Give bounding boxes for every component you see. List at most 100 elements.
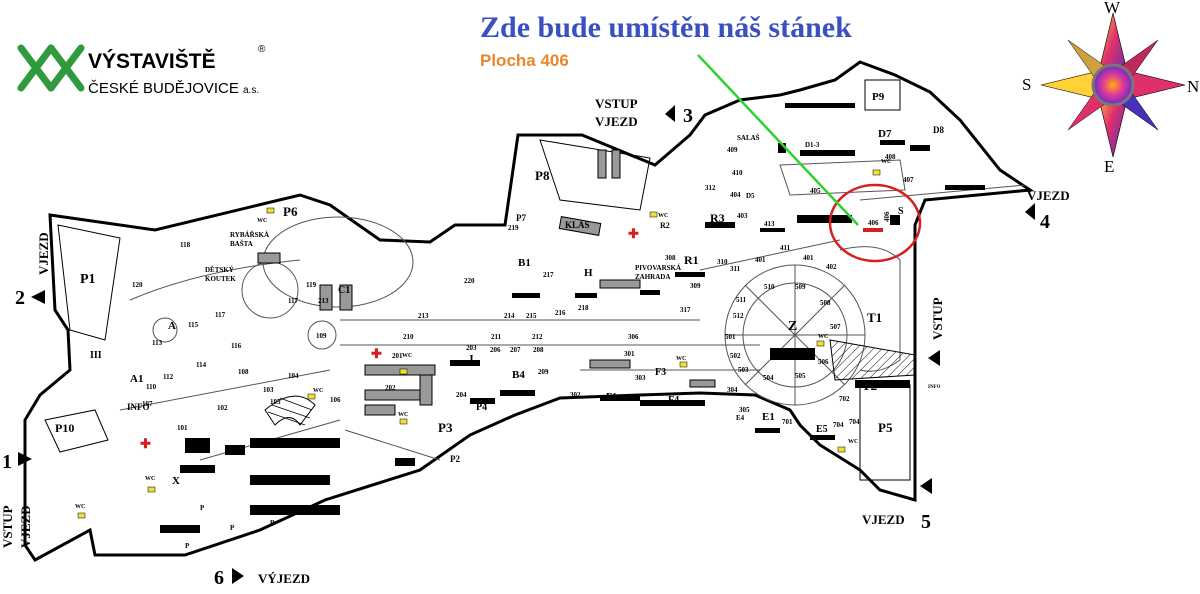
area-label-p10: P10 [55,421,74,435]
area-label-r1: R1 [684,253,699,267]
plot-number-507: 507 [830,323,841,331]
wc-label: WC [676,356,686,362]
entrance-4-number: 4 [1040,211,1050,233]
entrance-2-number: 2 [15,287,25,309]
plot-number-701: 701 [782,418,793,426]
internal-roads [119,159,1026,461]
area-label-d5: D5 [746,192,755,200]
area-label-p8: P8 [535,168,550,183]
area-label-eso: ESO [470,397,486,406]
plot-number-114: 114 [196,361,207,369]
plot-number-408: 408 [885,153,896,161]
first-aid-icon: ✚ [628,226,639,241]
plot-number-102: 102 [217,404,228,412]
logo-name: VÝSTAVIŠTĚ [88,49,216,73]
entrance-6-arrow [232,568,244,584]
wc-marker [679,361,688,368]
plot-number-401: 401 [755,256,766,264]
plot-number-219: 219 [508,224,519,232]
plot-number-218: 218 [578,304,589,312]
entrance-5-label: VJEZD [862,512,905,527]
logo-city: ČESKÉ BUDĚJOVICE [88,80,239,97]
area-label-p2: P2 [450,454,460,464]
plot-number-303: 303 [635,374,646,382]
plot-number-505: 505 [795,372,806,380]
grey-buildings [257,149,716,416]
wc-marker [307,393,316,400]
area-label-p4: P4 [476,402,487,413]
area-label-t1: T1 [867,310,882,325]
wc-marker [872,169,881,176]
entrance-3-number: 3 [683,105,693,127]
area-label-pivovarska-1: PIVOVARSKÁ [635,264,681,272]
plot-number-113: 113 [152,339,163,347]
plot-number-108: 108 [238,368,249,376]
wc-marker [399,368,408,375]
entrance-3-vstup: VSTUP [595,96,638,111]
area-label-f4: F4 [668,395,679,406]
area-label-amfiteatr: AMFITEÁTR [272,442,316,450]
plot-number-115: 115 [188,321,199,329]
area-label-e4: E4 [736,414,745,422]
plot-number-202: 202 [385,384,396,392]
entrance-6-number: 6 [214,567,224,589]
area-label-rybarska-2: BAŠTA [230,240,253,248]
plot-number-504: 504 [763,374,774,382]
area-label-e1: E1 [762,411,775,423]
plot-number-105: 105 [270,398,281,406]
area-label-pivovarska-2: ZAHRADA [635,273,670,281]
entrance-right-vstup-arrow [928,350,940,366]
plot-number-217: 217 [543,271,554,279]
plot-number-119: 119 [306,281,317,289]
area-label-a: A [168,320,176,332]
plot-number-207: 207 [510,346,521,354]
plot-number-510: 510 [764,283,775,291]
area-label-d1-3: D1-3 [805,141,820,149]
plot-number-104: 104 [288,372,299,380]
area-label-f3: F3 [655,367,666,378]
area-label-r2: R2 [660,221,670,230]
wc-marker [77,512,86,519]
area-label-j: J [468,353,474,365]
area-label-s: S [898,206,904,217]
area-label-rybarska-1: RYBÁŘSKÁ [230,231,269,239]
first-aid-icon: ✚ [371,346,382,361]
plot-number-509: 509 [795,283,806,291]
compass-w: W [1104,0,1121,17]
map-subtitle: Plocha 406 [480,51,569,70]
area-label-r3: R3 [710,211,725,225]
wc-marker [816,340,825,347]
wc-marker [399,418,408,425]
area-label-p7: P7 [516,213,526,223]
plot-number-511: 511 [736,296,747,304]
entrance-right-vstup: VSTUP [930,297,945,340]
entrance-3-arrow [665,105,675,122]
plot-number-212: 212 [532,333,543,341]
plot-number-312: 312 [705,184,716,192]
plot-number-301: 301 [624,350,635,358]
entrance-6-label: VÝJEZD [258,571,310,586]
wc-label: WC [402,353,412,359]
entrance-4-arrow [1025,203,1035,220]
plot-number-512: 512 [733,312,744,320]
area-label-f1: F1 [606,392,617,403]
plot-number-214: 214 [504,312,515,320]
compass-rose [1040,12,1186,158]
plot-number-501: 501 [725,333,736,341]
plot-number-402: 402 [826,263,837,271]
area-label-detsky-1: DĚTSKÝ [205,266,234,274]
entrance-5-arrow [920,478,932,494]
plot-number-103: 103 [263,386,274,394]
entrance-3-vjezd: VJEZD [595,114,638,129]
plot-number-110: 110 [146,383,157,391]
plot-number-213: 213 [418,312,429,320]
plot-number-704: 704 [833,421,844,429]
area-label-info: INFO [127,402,150,412]
plot-number-401b: 401 [803,254,814,262]
entrance-2-label: VJEZD [36,232,51,275]
plot-number-503: 503 [738,366,749,374]
hatched-walkway [829,339,916,381]
area-label-klas: KLAS [565,220,590,230]
area-label-c1: C1 [338,285,350,296]
compass-e: E [1104,157,1114,176]
